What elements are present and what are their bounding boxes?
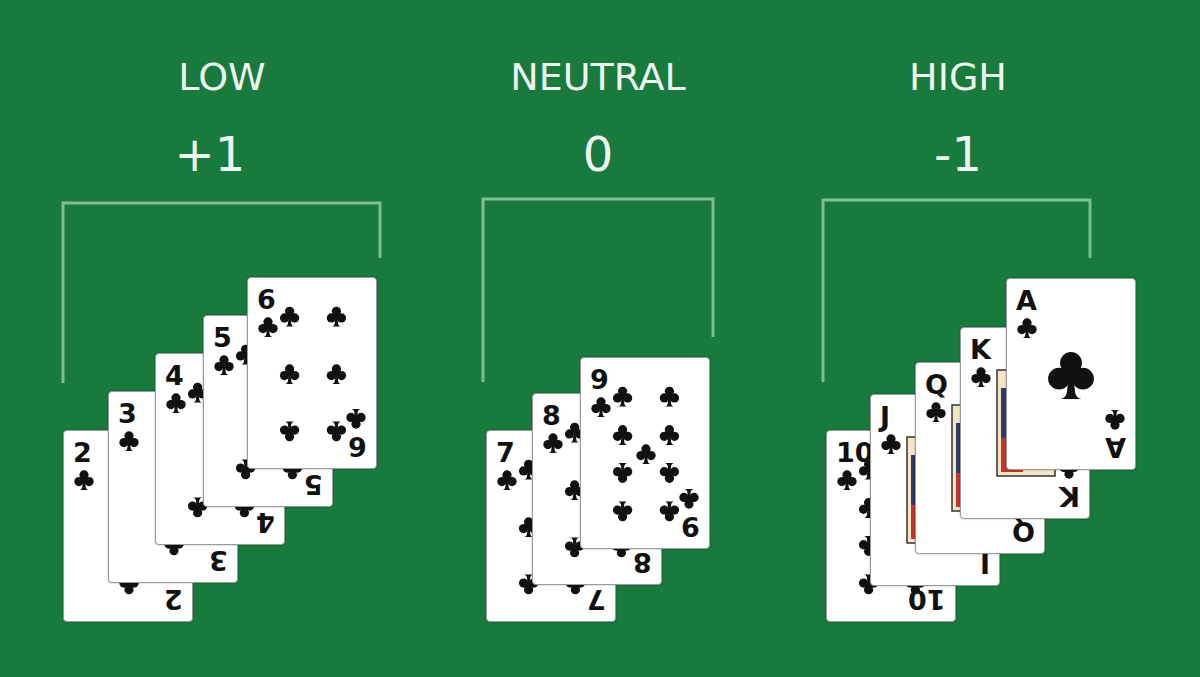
club-pip <box>660 425 679 445</box>
club-pip <box>613 425 632 445</box>
card-rank: K <box>1059 481 1080 512</box>
card-corner: 8 <box>542 402 561 429</box>
card-rank: 2 <box>73 437 92 468</box>
card-corner: K <box>1059 483 1080 510</box>
card-rank: 6 <box>348 431 367 462</box>
club-pip <box>613 463 632 483</box>
club-pip <box>613 501 632 521</box>
card-corner: A <box>1016 287 1037 314</box>
group-heading: NEUTRAL <box>510 58 686 96</box>
group-heading: LOW <box>178 58 265 96</box>
card-corner: 7 <box>587 586 606 613</box>
corner-suit <box>166 393 185 413</box>
card-corner: 9 <box>590 366 609 393</box>
card-corner: 6 <box>257 286 276 313</box>
club-pip <box>280 421 299 441</box>
corner-suit <box>926 402 945 422</box>
card-rank: 7 <box>587 584 606 615</box>
card-corner: 2 <box>73 439 92 466</box>
card-corner: 5 <box>304 471 323 498</box>
club-pip <box>660 387 679 407</box>
card-rank: 8 <box>542 400 561 431</box>
card-rank: K <box>970 334 991 365</box>
card-corner: J <box>880 403 890 430</box>
card-rank: Q <box>1012 516 1035 547</box>
corner-suit <box>1017 318 1036 338</box>
club-pip <box>613 387 632 407</box>
card-corner: 2 <box>164 586 183 613</box>
group-bracket <box>483 199 713 382</box>
card-corner: 8 <box>633 549 652 576</box>
corner-suit <box>1105 410 1124 430</box>
card-corner: 5 <box>213 324 232 351</box>
card-rank: 5 <box>213 322 232 353</box>
card-corner: 3 <box>209 547 228 574</box>
card-corner: 4 <box>256 509 275 536</box>
card-rank: 9 <box>681 511 700 542</box>
card-corner: 6 <box>348 433 367 460</box>
card-rank: J <box>880 401 890 432</box>
corner-suit <box>497 470 516 490</box>
card-rank: 9 <box>590 364 609 395</box>
club-pip <box>327 307 346 327</box>
card-rank: 3 <box>209 545 228 576</box>
card-corner: 4 <box>165 362 184 389</box>
corner-suit <box>881 434 900 454</box>
card-rank: 6 <box>257 284 276 315</box>
playing-card: 99 <box>580 357 710 549</box>
corner-suit <box>837 470 856 490</box>
card-rank: 2 <box>164 584 183 615</box>
card-corner: 3 <box>118 400 137 427</box>
club-pip <box>636 444 655 464</box>
card-rank: 10 <box>836 437 874 468</box>
corner-suit <box>119 431 138 451</box>
card-corner: 10 <box>836 439 874 466</box>
playing-card: 66 <box>247 277 377 469</box>
card-corner: Q <box>925 371 948 398</box>
corner-suit <box>258 317 277 337</box>
ace-pip <box>1048 352 1094 399</box>
club-pip <box>280 307 299 327</box>
card-rank: 3 <box>118 398 137 429</box>
corner-suit <box>591 397 610 417</box>
count-value: 0 <box>583 130 614 178</box>
card-corner: 9 <box>681 513 700 540</box>
card-corner: K <box>970 336 991 363</box>
club-pip <box>327 364 346 384</box>
card-rank: 8 <box>633 547 652 578</box>
card-rank: A <box>1016 285 1037 316</box>
card-rank: 5 <box>304 469 323 500</box>
club-pip <box>660 501 679 521</box>
card-rank: 10 <box>908 584 946 615</box>
corner-suit <box>74 470 93 490</box>
card-corner: Q <box>1012 518 1035 545</box>
club-pip <box>280 364 299 384</box>
card-rank: 4 <box>165 360 184 391</box>
card-corner: A <box>1105 434 1126 461</box>
group-heading: HIGH <box>909 58 1007 96</box>
count-value: +1 <box>175 130 246 178</box>
card-rank: 7 <box>496 437 515 468</box>
corner-suit <box>346 409 365 429</box>
card-corner: 7 <box>496 439 515 466</box>
club-pip <box>327 421 346 441</box>
corner-suit <box>971 367 990 387</box>
corner-suit <box>214 355 233 375</box>
card-corner: 10 <box>908 586 946 613</box>
card-corner: J <box>980 550 990 577</box>
card-rank: 4 <box>256 507 275 538</box>
playing-card: AA <box>1006 278 1136 470</box>
corner-suit <box>679 489 698 509</box>
card-rank: A <box>1105 432 1126 463</box>
count-value: -1 <box>934 130 982 178</box>
corner-suit <box>543 433 562 453</box>
club-pip <box>660 463 679 483</box>
card-rank: Q <box>925 369 948 400</box>
